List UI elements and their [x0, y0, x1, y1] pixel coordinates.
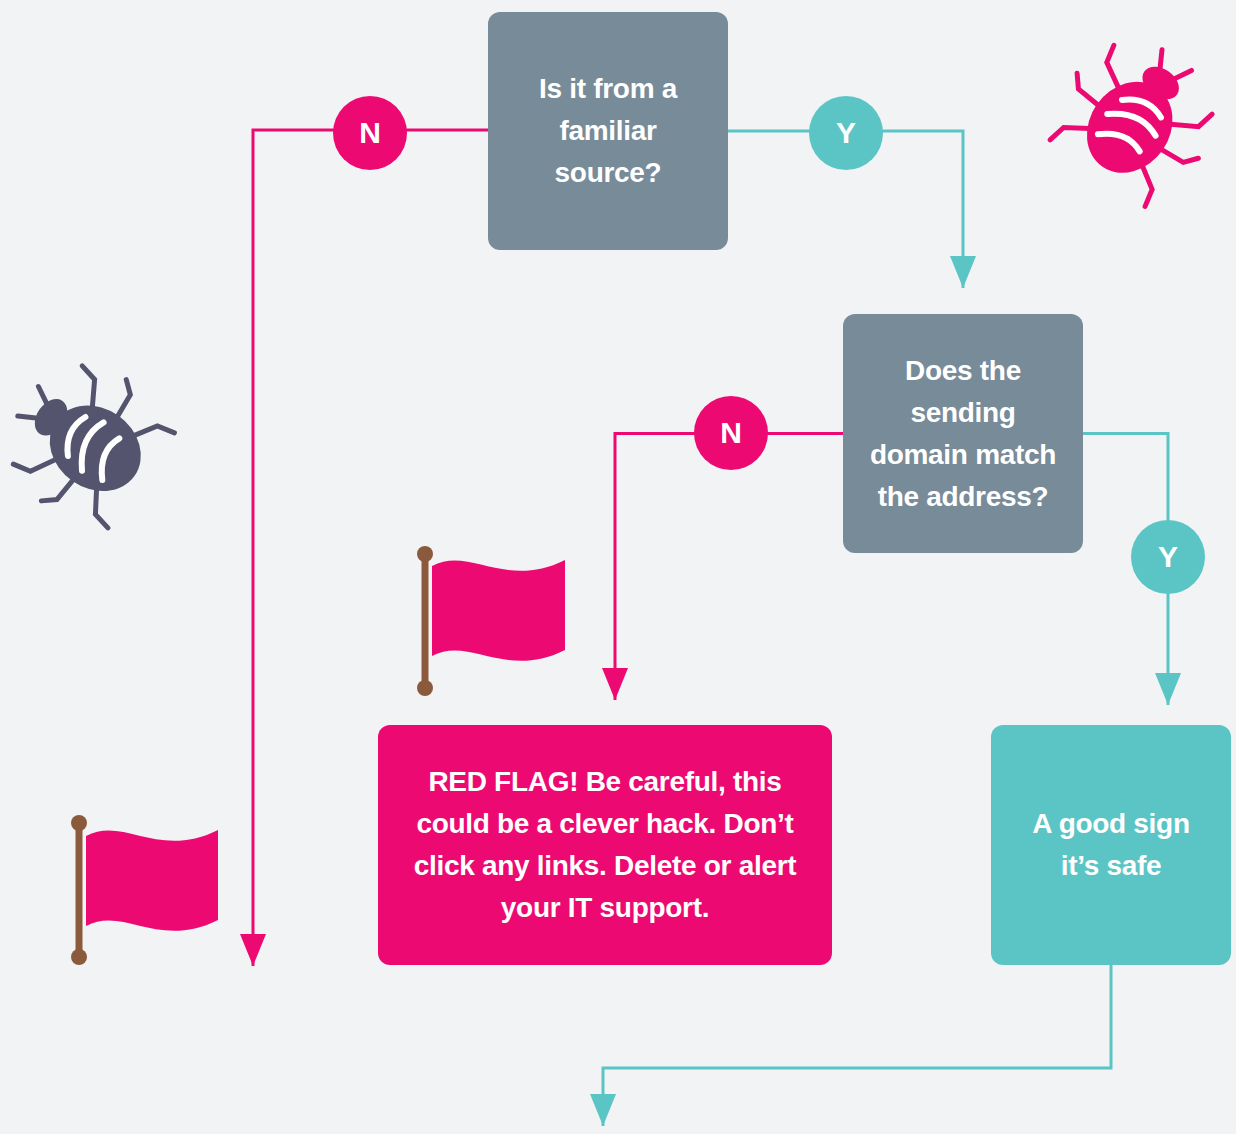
bug-leg [1171, 98, 1212, 140]
node-text: Is it from a familiar source? [533, 68, 683, 194]
bug-stripes [56, 410, 130, 483]
exit-line [603, 965, 1111, 1126]
red-flag-icon [417, 546, 565, 696]
flag-pole-cap [417, 680, 433, 696]
bug-stripe [91, 436, 127, 480]
bug-leg [13, 441, 55, 482]
decision-box: Does the sending domain match the addres… [843, 314, 1083, 553]
answer-badge: Y [1131, 520, 1205, 594]
flag-pole-cap [71, 815, 87, 831]
flag-cloth [86, 830, 218, 931]
bug-stripe [1098, 123, 1142, 159]
bug-leg [1050, 114, 1090, 155]
result-box: A good sign it’s safe [991, 725, 1231, 965]
flag-pole-cap [417, 546, 433, 562]
node-text: RED FLAG! Be careful, this could be a cl… [395, 761, 815, 929]
bug-stripe [70, 420, 111, 471]
bug-body [33, 388, 158, 509]
flag-pole-cap [71, 949, 87, 965]
flag-pole [422, 556, 429, 686]
red-flag-icon [71, 815, 218, 965]
bug-leg [1095, 45, 1136, 87]
flow-arrow [615, 434, 843, 701]
bug-body [1069, 65, 1190, 190]
answer-badge: Y [809, 96, 883, 170]
bug-icon [1037, 18, 1236, 216]
flag-pole [76, 825, 83, 955]
bug-leg [66, 366, 108, 407]
node-text: Does the sending domain match the addres… [861, 350, 1066, 518]
bug-stripes [1095, 88, 1168, 162]
decision-box: Is it from a familiar source? [488, 12, 728, 250]
bug-legs [0, 341, 184, 541]
node-text: A good sign it’s safe [1026, 803, 1196, 887]
bug-leg [82, 488, 123, 528]
bug-icon [0, 341, 184, 541]
answer-badge: N [333, 96, 407, 170]
flag-cloth [432, 560, 565, 661]
bug-stripe [1107, 102, 1158, 143]
bug-legs [1037, 18, 1236, 216]
warning-box: RED FLAG! Be careful, this could be a cl… [378, 725, 832, 965]
answer-badge: N [694, 396, 768, 470]
